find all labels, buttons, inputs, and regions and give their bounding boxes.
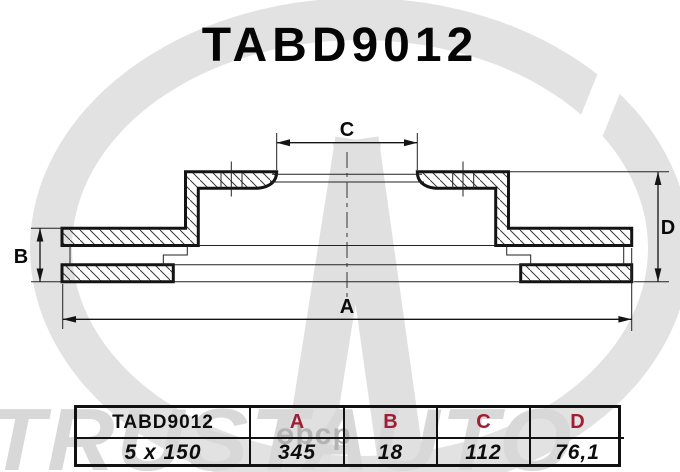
dimension-labels: C B A D	[14, 119, 675, 318]
dim-label-D: D	[661, 217, 675, 239]
value-D: 76,1	[555, 441, 600, 464]
value-A: 345	[251, 439, 345, 467]
dim-label-B: B	[14, 246, 28, 268]
part-number-title: TABD9012	[201, 19, 479, 72]
value-B: 18	[345, 439, 438, 467]
col-header-D: D	[531, 408, 624, 439]
brand-watermark-text: TRUSTAUTO	[0, 390, 574, 472]
bolt-pattern-cell: 5 x 150	[77, 439, 251, 467]
marketplace-stamp-watermark: ɵbcp	[276, 418, 352, 451]
col-header-A: A	[251, 408, 345, 439]
dimension-arrowheads	[36, 139, 662, 323]
lower-ring-right-section	[519, 263, 634, 284]
value-C: 112	[438, 439, 531, 467]
dim-label-A: A	[340, 296, 354, 318]
hat-and-ring-left-section	[60, 170, 279, 247]
part-number-cell: TABD9012	[77, 408, 251, 439]
col-header-C: C	[438, 408, 531, 439]
col-header-B: B	[345, 408, 438, 439]
lower-ring-left-section	[60, 263, 175, 284]
spec-table: TABD9012 A B C D 5 x 150 345 18 112 76,1	[74, 405, 624, 467]
dim-label-C: C	[340, 119, 354, 141]
hat-and-ring-right-section	[415, 170, 634, 247]
